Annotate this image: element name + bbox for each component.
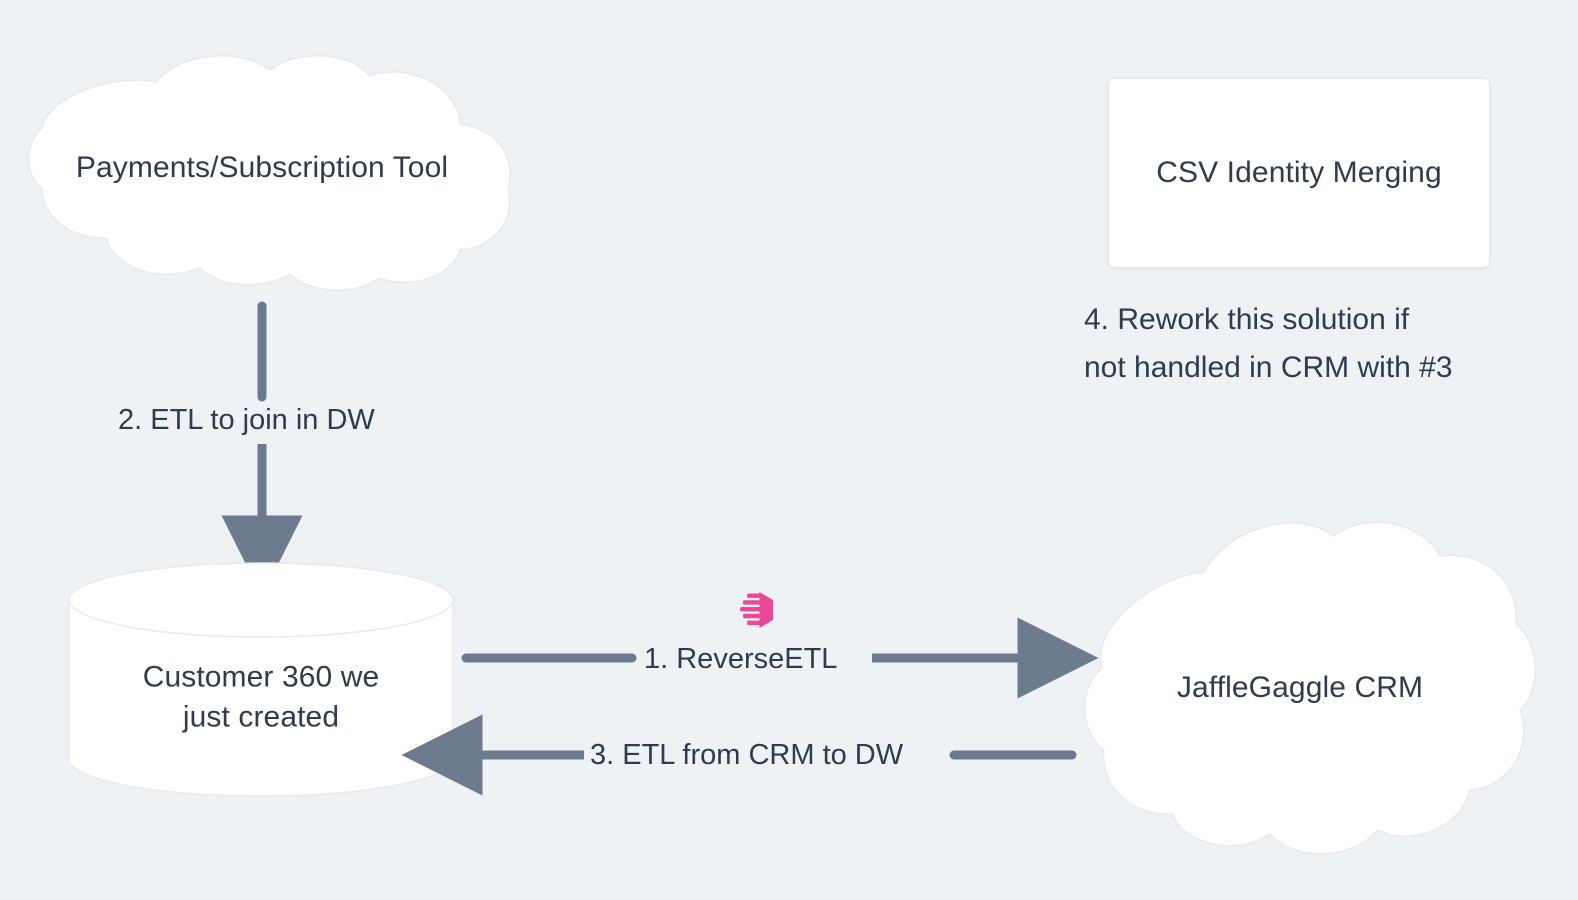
- cloud-shape: [1084, 521, 1537, 855]
- annotation-rework-note-line1: 4. Rework this solution if: [1084, 303, 1410, 336]
- node-customer-360-label-line1: Customer 360 we: [142, 660, 380, 694]
- connector-etl-from-crm-to-dw[interactable]: [401, 714, 1080, 796]
- edge-label-reverse-etl: 1. ReverseETL: [638, 643, 844, 676]
- hightouch-hexagon-logo-icon: [740, 592, 773, 628]
- node-customer-360-warehouse[interactable]: Customer 360 we just created: [68, 562, 454, 800]
- cylinder-shape: [68, 562, 454, 797]
- connector-etl-to-join-in-dw[interactable]: [221, 298, 303, 597]
- connector-reverse-etl[interactable]: [460, 617, 1099, 699]
- edge-label-etl-from-crm-to-dw: 3. ETL from CRM to DW: [584, 739, 910, 772]
- node-jafflegaggle-crm-label: JaffleGaggle CRM: [1176, 670, 1424, 704]
- node-csv-identity-merging-label: CSV Identity Merging: [1156, 155, 1442, 189]
- node-csv-identity-merging[interactable]: CSV Identity Merging: [1108, 78, 1490, 268]
- cloud-shape: [27, 54, 511, 292]
- hightouch-logo-badge: [735, 586, 783, 634]
- edge-label-etl-to-join-in-dw: 2. ETL to join in DW: [112, 404, 381, 437]
- node-payments-subscription-tool-label: Payments/Subscription Tool: [75, 150, 449, 184]
- node-jafflegaggle-crm[interactable]: JaffleGaggle CRM: [1064, 520, 1537, 856]
- node-customer-360-label-line2: just created: [182, 700, 340, 734]
- node-customer-360-warehouse-label: Customer 360 we just created: [91, 657, 431, 738]
- node-payments-subscription-tool[interactable]: Payments/Subscription Tool: [8, 52, 516, 292]
- annotation-rework-note: 4. Rework this solution if not handled i…: [1084, 296, 1524, 392]
- annotation-rework-note-line2: not handled in CRM with #3: [1084, 351, 1453, 384]
